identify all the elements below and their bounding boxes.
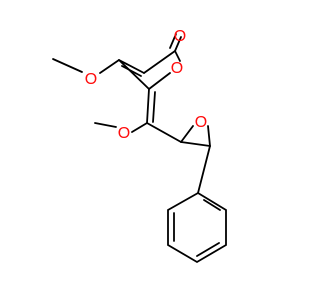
svg-text:O: O bbox=[85, 71, 97, 88]
phenyl-double-2 bbox=[196, 242, 220, 257]
bond-exo-epoxide-c bbox=[146, 122, 182, 143]
svg-text:O: O bbox=[195, 114, 207, 131]
phenyl-double-1 bbox=[203, 199, 221, 211]
bond-o-ring-c5 bbox=[148, 72, 171, 90]
bond-c3-c2 bbox=[143, 50, 176, 74]
svg-text:O: O bbox=[118, 125, 130, 142]
bond-c5-exocyclic-double bbox=[152, 91, 156, 123]
bond-o-methoxy-ch3 bbox=[52, 58, 83, 73]
atom-o-epoxide: O bbox=[195, 114, 207, 131]
bond-o-methoxy2-ch3 bbox=[94, 122, 117, 128]
bond-c2-o-carbonyl-double bbox=[169, 33, 177, 49]
bond-epoxide-c1-c2 bbox=[180, 141, 211, 147]
atom-o-methoxy-1: O bbox=[85, 71, 97, 88]
bond-epoxide-phenyl bbox=[197, 145, 211, 194]
bond-c5-c4 bbox=[118, 59, 150, 90]
svg-text:O: O bbox=[174, 28, 186, 45]
bond-epoxide-c1-o bbox=[180, 125, 194, 143]
phenyl-ring bbox=[167, 191, 227, 264]
atom-o-carbonyl: O bbox=[174, 28, 186, 45]
svg-text:O: O bbox=[171, 60, 183, 77]
bond-c4-o-methoxy bbox=[99, 59, 120, 74]
bond-c2-o-ring bbox=[174, 50, 181, 62]
atom-o-ring: O bbox=[171, 60, 183, 77]
bond-exo-o-methoxy bbox=[131, 122, 148, 133]
bond-c2-o-carbonyl bbox=[174, 36, 182, 52]
atom-o-methoxy-2: O bbox=[118, 125, 130, 142]
bond-c5-exocyclic bbox=[146, 88, 150, 124]
chemical-structure: O O O O O bbox=[52, 28, 227, 264]
bond-c4-c3 bbox=[118, 59, 145, 74]
bond-epoxide-o-c2 bbox=[207, 125, 211, 147]
